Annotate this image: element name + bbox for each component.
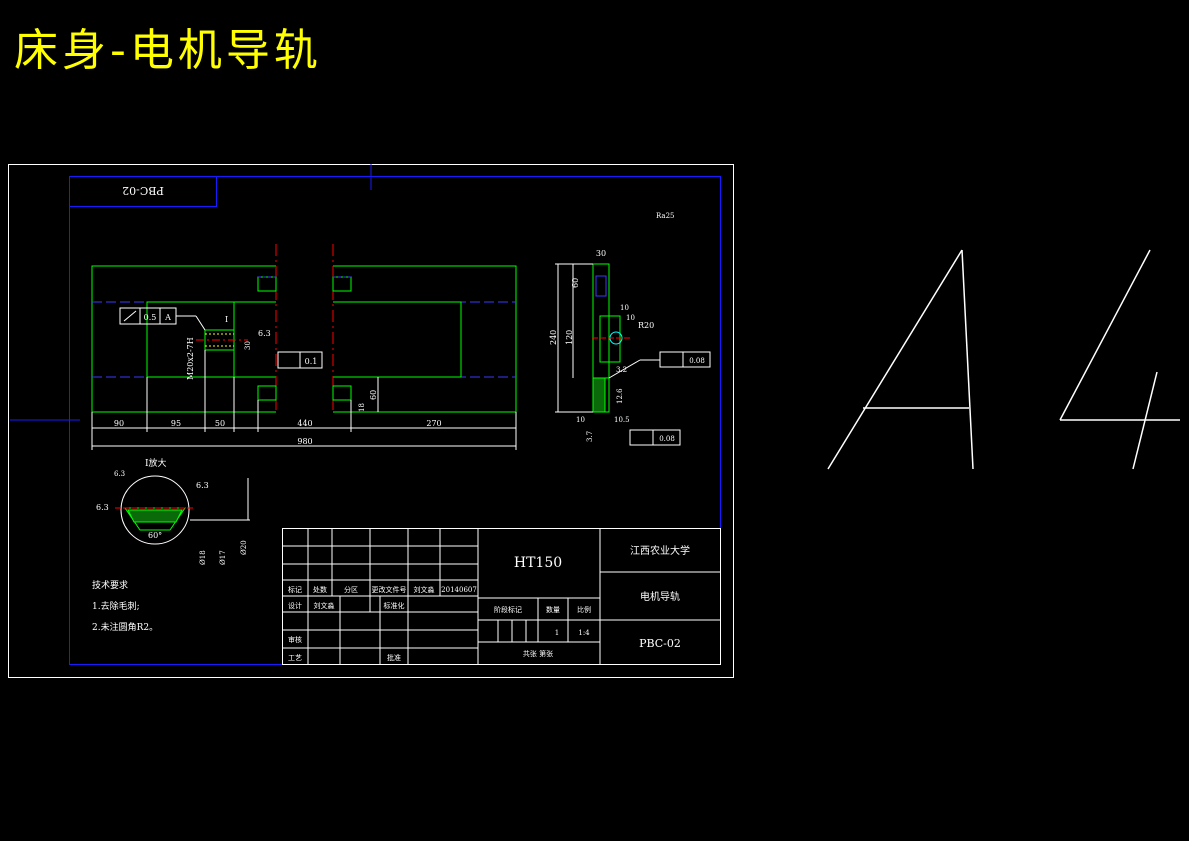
dim-50: 50 <box>215 419 225 428</box>
detail-label: I放大 <box>145 457 167 469</box>
tb-h-process: 工艺 <box>288 654 302 662</box>
tb-h-scale: 比例 <box>577 605 591 614</box>
side-dim-105: 10.5 <box>614 416 630 424</box>
tb-h-mark: 标记 <box>288 585 302 594</box>
detail-dia-1: Ø18 <box>199 550 207 565</box>
detail-view: I放大 60° 6.3 6.3 6.3 Ø18 Ø17 Ø20 <box>96 457 250 565</box>
detail-dia-3: Ø20 <box>240 540 248 555</box>
roughness-63: 6.3 <box>258 329 271 338</box>
side-view: 30 60 240 120 10 10 R20 0.08 0.08 3.2 10… <box>549 249 711 446</box>
side-dim-10c: 10 <box>576 416 585 424</box>
tb-h-weight: 数量 <box>546 605 560 614</box>
detail-roughness-3: 6.3 <box>114 470 125 478</box>
side-dim-32: 3.2 <box>616 366 627 374</box>
tb-code: PBC-02 <box>639 637 681 650</box>
tb-h-count: 处数 <box>313 585 327 594</box>
tech-req-item-2: 2.未注圆角R2。 <box>92 621 158 633</box>
dim-18: 18 <box>358 403 366 412</box>
detail-angle: 60° <box>148 531 162 540</box>
tb-designer: 刘文淼 <box>314 601 335 610</box>
side-dim-37: 3.7 <box>586 431 594 442</box>
dim-90: 90 <box>114 419 124 428</box>
title-block <box>282 528 721 665</box>
dim-270: 270 <box>426 419 441 428</box>
front-view: 0.5 A 0.1 6.3 30 M20x2-7H I 90 95 50 440… <box>91 244 517 450</box>
tb-scale: 1:4 <box>578 629 590 637</box>
side-dim-30: 30 <box>596 249 606 258</box>
side-dim-126: 12.6 <box>616 388 624 404</box>
tb-h-zone: 分区 <box>344 585 358 594</box>
tb-date: 20140607 <box>441 586 477 594</box>
side-dim-120: 120 <box>565 330 574 345</box>
roughness-note: Ra25 <box>656 212 675 220</box>
sheet-size-a4 <box>827 249 1180 470</box>
tb-h-stage: 阶段标记 <box>494 605 522 614</box>
section-mark: I <box>225 315 228 324</box>
side-gdt-flat-2: 0.08 <box>659 435 675 443</box>
gdt-flat-value: 0.1 <box>305 357 318 366</box>
detail-roughness-1: 6.3 <box>96 503 109 512</box>
side-dim-10a: 10 <box>620 304 629 312</box>
detail-roughness-2: 6.3 <box>196 481 209 490</box>
tb-material: HT150 <box>514 555 562 571</box>
detail-dia-2: Ø17 <box>219 550 227 565</box>
dim-440: 440 <box>297 419 312 428</box>
side-dim-60: 60 <box>571 278 580 288</box>
thread-spec: M20x2-7H <box>186 337 195 380</box>
page-title: 床身-电机导轨 <box>14 25 322 76</box>
tb-quantity: 1 <box>555 629 559 637</box>
tb-part-name: 电机导轨 <box>640 590 680 603</box>
tb-h-approve: 批准 <box>387 653 401 662</box>
tb-h-std: 标准化 <box>384 601 405 610</box>
tech-req-item-1: 1.去除毛刺; <box>92 600 140 612</box>
side-radius: R20 <box>638 321 654 330</box>
drawing-code-flipped: PBC-02 <box>122 184 164 197</box>
tb-sheets: 共张 第张 <box>523 649 553 658</box>
tb-h-review: 审核 <box>288 635 302 644</box>
side-dim-240: 240 <box>549 330 558 345</box>
tb-h-design: 设计 <box>288 601 302 610</box>
dim-980: 980 <box>297 437 312 446</box>
gdt-perp-datum: A <box>164 313 171 322</box>
tb-university: 江西农业大学 <box>630 544 690 557</box>
dim-60: 60 <box>369 390 378 400</box>
tb-sign-name: 刘文淼 <box>414 585 435 594</box>
tech-req-heading: 技术要求 <box>92 579 128 591</box>
dim-95: 95 <box>171 419 181 428</box>
side-dim-10b: 10 <box>626 314 635 322</box>
side-gdt-flat-1: 0.08 <box>689 357 705 365</box>
roughness-30: 30 <box>244 341 252 350</box>
tb-h-docno: 更改文件号 <box>372 585 407 594</box>
gdt-perp-value: 0.5 <box>144 313 157 322</box>
